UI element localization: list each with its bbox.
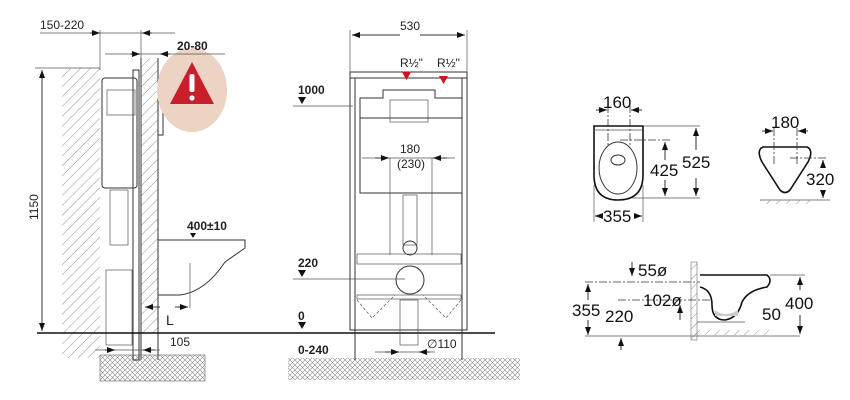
level-0-label: 0 — [298, 309, 305, 323]
gap-label: 20-80 — [177, 39, 208, 53]
pipe-diameter-label: ∅110 — [427, 337, 457, 351]
inlet-right-label: R½" — [437, 56, 460, 70]
inlet-diameter-label: 55ø — [638, 261, 667, 280]
front-wall — [141, 58, 158, 333]
bowl-width-label: 355 — [603, 207, 631, 226]
drain-outlet — [395, 265, 425, 295]
inlet-right-marker-icon — [439, 76, 448, 84]
inlet-left-marker-icon — [402, 72, 411, 80]
bowl-side-view: 55ø 102ø 355 220 400 50 — [572, 261, 813, 350]
back-outline — [758, 146, 812, 194]
front-cistern — [359, 117, 463, 194]
frame-post — [132, 69, 140, 361]
water-depth-label: 50 — [762, 305, 781, 324]
side-width-label: 150-220 — [40, 18, 84, 32]
level-220-label: 220 — [298, 256, 318, 270]
side-view: 150-220 20-80 1150 400±10 L 105 — [27, 18, 280, 382]
inlet-height-label: 355 — [572, 301, 600, 320]
wall-hung-bowl — [158, 239, 246, 296]
level-1000-label: 1000 — [298, 83, 325, 97]
bowl-back-view: 180 320 — [758, 113, 834, 204]
bolt-height-label: 320 — [806, 170, 834, 189]
front-view: 530 R½" R½" 1000 180 (230) 220 0 0-240 ∅… — [280, 19, 520, 380]
offset-105-label: 105 — [170, 335, 190, 349]
outlet-height-label: 220 — [605, 307, 633, 326]
distance-l-label: L — [166, 312, 174, 328]
bowl-outline — [593, 125, 644, 201]
bowl-top-view: 160 425 525 355 — [593, 93, 710, 226]
outlet-diameter-label: 102ø — [643, 291, 682, 310]
bolt-depth-label: 425 — [650, 161, 678, 180]
bowl-height-label: 400±10 — [187, 219, 227, 233]
cistern — [101, 77, 138, 189]
floor-range-label: 0-240 — [298, 343, 329, 357]
ground — [99, 354, 206, 382]
rim-height-label: 400 — [785, 294, 813, 313]
bowl-length-label: 525 — [682, 153, 710, 172]
bolt-spacing-label: 180 — [400, 142, 420, 156]
warning-icon — [170, 62, 214, 104]
back-wall — [62, 68, 100, 358]
back-bolt-spacing-label: 180 — [771, 113, 799, 132]
bolt-spacing-alt-label: (230) — [397, 157, 425, 171]
installation-frame — [349, 71, 468, 331]
inlet-left-label: R½" — [400, 56, 423, 70]
height-1150-label: 1150 — [27, 194, 41, 220]
front-ground — [288, 358, 520, 380]
frame-width-label: 530 — [400, 19, 420, 33]
top-bolt-spacing-label: 160 — [603, 93, 631, 112]
